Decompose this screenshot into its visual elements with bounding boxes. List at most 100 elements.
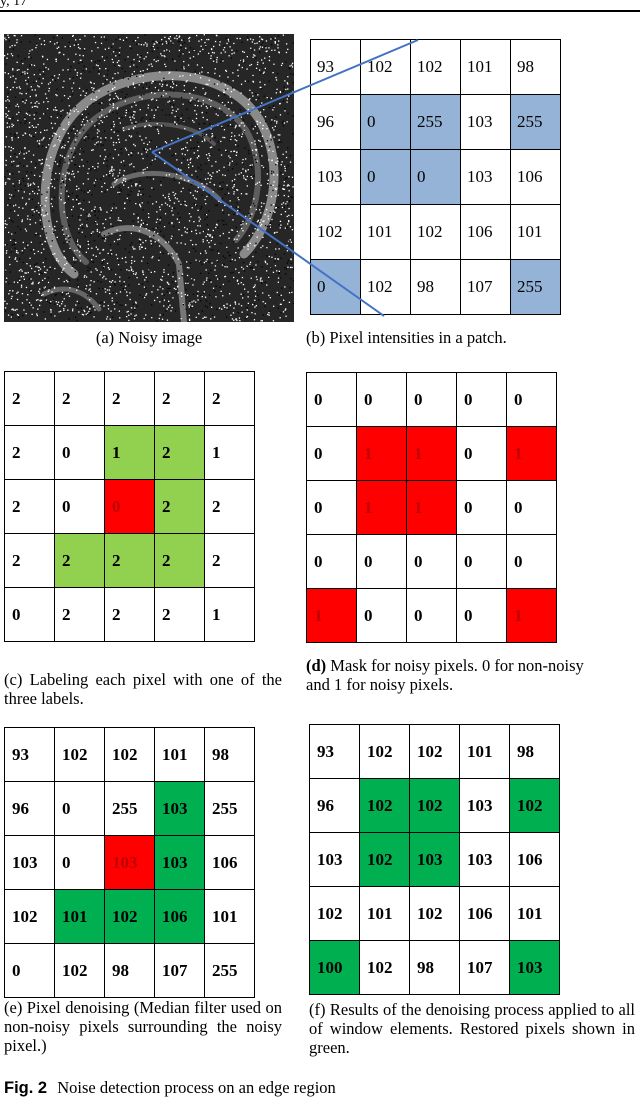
grid-cell: 98 <box>410 941 460 995</box>
grid-cell: 103 <box>461 95 511 150</box>
grid-cell: 102 <box>411 40 461 95</box>
grid-cell: 0 <box>507 481 557 535</box>
grid-cell: 103 <box>155 782 205 836</box>
grid-cell: 255 <box>205 782 255 836</box>
grid-cell: 102 <box>361 260 411 315</box>
grid-cell: 0 <box>357 535 407 589</box>
grid-cell: 96 <box>5 782 55 836</box>
grid-cell: 255 <box>411 95 461 150</box>
grid-cell: 2 <box>155 480 205 534</box>
grid-cell: 103 <box>410 833 460 887</box>
grid-cell: 98 <box>105 944 155 998</box>
grid-cell: 102 <box>360 779 410 833</box>
grid-cell: 0 <box>361 150 411 205</box>
grid-cell: 0 <box>357 589 407 643</box>
grid-cell: 101 <box>361 205 411 260</box>
caption-d: (d) Mask for noisy pixels. 0 for non-noi… <box>306 656 586 694</box>
grid-cell: 2 <box>5 534 55 588</box>
grid-cell: 0 <box>457 373 507 427</box>
grid-cell: 0 <box>411 150 461 205</box>
grid-cell: 0 <box>507 373 557 427</box>
grid-cell: 101 <box>205 890 255 944</box>
grid-cell: 2 <box>5 372 55 426</box>
grid-cell: 0 <box>55 426 105 480</box>
grid-cell: 106 <box>461 205 511 260</box>
figure-caption-text: Noise detection process on an edge regio… <box>57 1078 336 1097</box>
grid-cell: 102 <box>411 205 461 260</box>
grid-cell: 106 <box>510 833 560 887</box>
grid-cell: 107 <box>460 941 510 995</box>
caption-e: (e) Pixel denoising (Median filter used … <box>4 998 282 1055</box>
grid-cell: 0 <box>457 481 507 535</box>
grid-cell: 102 <box>311 205 361 260</box>
grid-cell: 0 <box>357 373 407 427</box>
grid-cell: 93 <box>311 40 361 95</box>
grid-cell: 103 <box>105 836 155 890</box>
grid-cell: 106 <box>511 150 561 205</box>
grid-cell: 103 <box>510 941 560 995</box>
grid-cell: 2 <box>105 534 155 588</box>
grid-cell: 101 <box>360 887 410 941</box>
grid-cell: 2 <box>205 372 255 426</box>
caption-d-text: Mask for noisy pixels. 0 for non-noisy a… <box>306 656 584 694</box>
grid-cell: 1 <box>507 589 557 643</box>
caption-d-label: (d) <box>306 656 327 675</box>
grid-cell: 106 <box>205 836 255 890</box>
grid-cell: 102 <box>361 40 411 95</box>
grid-cell: 2 <box>55 534 105 588</box>
grid-cell: 96 <box>311 95 361 150</box>
grid-cell: 2 <box>55 588 105 642</box>
grid-cell: 101 <box>511 205 561 260</box>
grid-cell: 102 <box>410 725 460 779</box>
grid-cell: 103 <box>155 836 205 890</box>
grid-cell: 0 <box>457 589 507 643</box>
grid-cell: 102 <box>310 887 360 941</box>
grid-cell: 1 <box>205 588 255 642</box>
grid-cell: 2 <box>5 480 55 534</box>
grid-cell: 255 <box>105 782 155 836</box>
grid-cell: 103 <box>461 150 511 205</box>
grid-cell: 0 <box>407 589 457 643</box>
grid-cell: 103 <box>460 779 510 833</box>
grid-cell: 106 <box>460 887 510 941</box>
grid-cell: 1 <box>205 426 255 480</box>
grid-cell: 101 <box>55 890 105 944</box>
header-fragment: y, 17 <box>0 0 28 9</box>
grid-cell: 1 <box>105 426 155 480</box>
grid-cell: 102 <box>55 944 105 998</box>
grid-cell: 102 <box>510 779 560 833</box>
grid-cell: 0 <box>55 836 105 890</box>
grid-cell: 0 <box>361 95 411 150</box>
grid-cell: 102 <box>105 728 155 782</box>
grid-cell: 0 <box>307 427 357 481</box>
grid-cell: 255 <box>511 95 561 150</box>
grid-cell: 2 <box>155 534 205 588</box>
grid-cell: 1 <box>407 427 457 481</box>
grid-cell: 101 <box>510 887 560 941</box>
grid-cell: 93 <box>5 728 55 782</box>
grid-cell: 1 <box>407 481 457 535</box>
grid-cell: 102 <box>410 887 460 941</box>
grid-cell: 102 <box>360 725 410 779</box>
caption-a: (a) Noisy image <box>95 328 203 347</box>
grid-cell: 0 <box>55 480 105 534</box>
grid-cell: 0 <box>507 535 557 589</box>
grid-cell: 101 <box>460 725 510 779</box>
grid-cell: 98 <box>205 728 255 782</box>
grid-cell: 1 <box>307 589 357 643</box>
grid-cell: 103 <box>311 150 361 205</box>
grid-cell: 0 <box>307 373 357 427</box>
grid-cell: 0 <box>55 782 105 836</box>
grid-cell: 102 <box>105 890 155 944</box>
grid-cell: 2 <box>155 372 205 426</box>
grid-cell: 93 <box>310 725 360 779</box>
grid-cell: 2 <box>155 588 205 642</box>
grid-cell: 2 <box>5 426 55 480</box>
caption-f: (f) Results of the denoising process app… <box>309 1000 635 1057</box>
grid-cell: 107 <box>155 944 205 998</box>
grid-cell: 102 <box>5 890 55 944</box>
